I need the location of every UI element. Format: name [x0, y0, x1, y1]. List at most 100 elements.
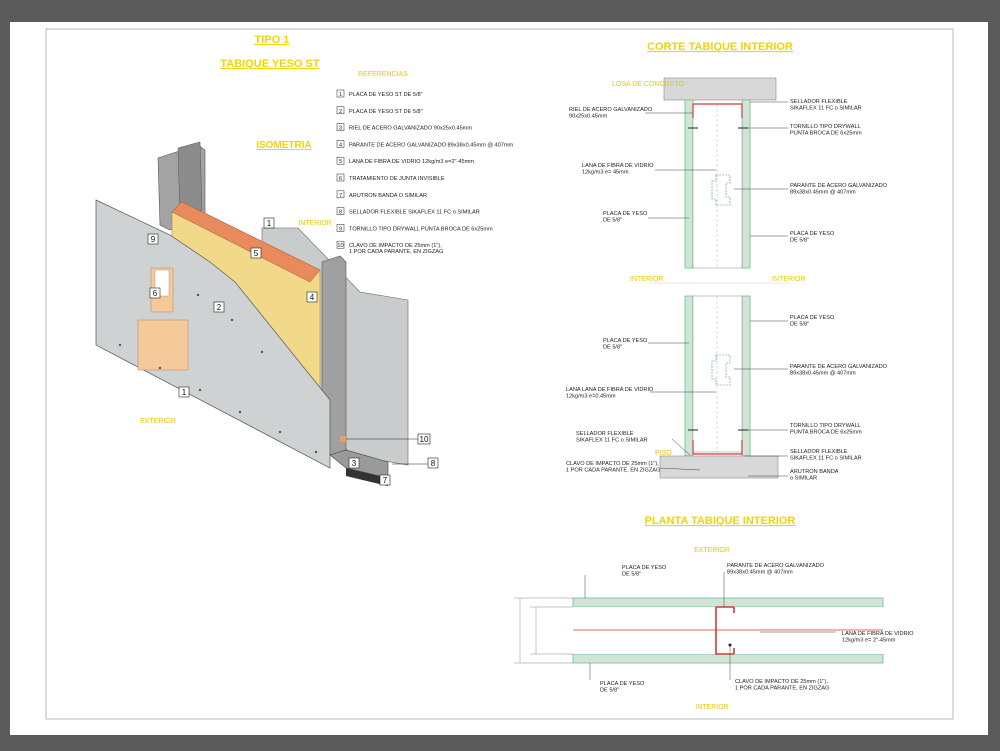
legend-number: 1: [339, 92, 342, 98]
section-note-line: PUNTA BROCA DE 6x25mm: [790, 430, 862, 436]
legend-text: LANA DE FIBRA DE VIDRIO 12kg/m3 e=2"-45m…: [349, 159, 474, 165]
plan-note-line: LANA DE FIBRA DE VIDRIO: [842, 631, 914, 637]
section-note-line: o SIMILAR: [790, 476, 817, 482]
section-note-line: DE 5/8": [790, 238, 809, 244]
legend-item: 1 PLACA DE YESO ST DE 5/8": [336, 89, 423, 98]
legend-text: PARANTE DE ACERO GALVANIZADO 89x38x0.45m…: [349, 142, 514, 148]
isometric-view: TIPO 1 TABIQUE YESO ST REFERENCIAS ISOME…: [95, 34, 514, 486]
top-slab: [663, 77, 777, 101]
section-note-line: SIKAFLEX 11 FC o SIMILAR: [576, 438, 648, 444]
section-note-line: DE 5/8": [603, 345, 622, 351]
section-note-line: RIEL DE ACERO GALVANIZADO: [569, 107, 653, 113]
section-note-line: 12kg/m3 e= 45mm: [582, 170, 629, 176]
section-note-line: SELLADOR FLEXIBLE: [576, 431, 634, 437]
plan-dimensions: [514, 597, 573, 664]
svg-text:8: 8: [431, 459, 436, 468]
legend-number: 6: [339, 176, 342, 182]
plan-exterior-label: EXTERIOR: [694, 547, 730, 554]
piso-label: PISO: [655, 450, 672, 457]
legend-number: 8: [339, 210, 342, 216]
floor-band: [346, 468, 388, 486]
plan-note-line: 12kg/m3 e= 2"-45mm: [842, 638, 896, 644]
legend-number: 2: [339, 109, 342, 115]
legend-number: 10: [337, 243, 343, 249]
plan-cavity: [573, 607, 883, 654]
section-note-parante-bot: PARANTE DE ACERO GALVANIZADO89x38x0.45mm…: [734, 364, 888, 377]
section-note-clavo: CLAVO DE IMPACTO DE 25mm (1"),1 POR CADA…: [566, 461, 701, 474]
plan-stud: [715, 606, 735, 655]
plan-note-line: PARANTE DE ACERO GALVANIZADO: [727, 563, 825, 569]
glass-wool-top: [171, 201, 321, 283]
plan-note-line: DE 5/8": [600, 688, 619, 694]
section-note-line: LANA LANA DE FIBRA DE VIDRIO: [566, 387, 654, 393]
tabique-title: TABIQUE YESO ST: [220, 58, 320, 70]
iso-callouts: 1 5 2 4 9 6 1 10 3 8 7: [147, 217, 439, 486]
exterior-label: EXTERIOR: [140, 418, 176, 425]
svg-text:5: 5: [254, 249, 259, 258]
plan-title: PLANTA TABIQUE INTERIOR: [645, 515, 796, 527]
section-view: CORTE TABIQUE INTERIOR LOSA DE CONCRETO …: [566, 41, 888, 482]
interior-label: INTERIOR: [298, 220, 331, 227]
legend-text: SELLADOR FLEXIBLE SIKAFLEX 11 FC o SIMIL…: [349, 210, 480, 216]
legend-text: PLACA DE YESO ST DE 5/8": [349, 92, 423, 98]
legend-text: CLAVO DE IMPACTO DE 25mm (1"),: [349, 243, 442, 249]
svg-text:1: 1: [267, 219, 272, 228]
section-note-line: 90x25x0.45mm: [569, 114, 608, 120]
legend-heading: REFERENCIAS: [358, 71, 408, 78]
section-note-line: 1 POR CADA PARANTE, EN ZIGZAG: [566, 468, 660, 474]
plan-note-line: DE 5/8": [622, 572, 641, 578]
section-note-line: 89x38x0.45mm @ 407mm: [790, 190, 856, 196]
top-track: [692, 103, 743, 118]
section-note-line: PARANTE DE ACERO GALVANIZADO: [790, 183, 888, 189]
section-note-line: 12kg/m3 e=0.45mm: [566, 394, 616, 400]
svg-text:4: 4: [310, 293, 315, 302]
section-note-line: SIKAFLEX 11 FC o SIMILAR: [790, 106, 862, 112]
interior-left-label: INTERIOR: [630, 276, 663, 283]
plan-note-clavo: CLAVO DE IMPACTO DE 25mm (1"),1 POR CADA…: [729, 646, 829, 692]
svg-text:1: 1: [182, 388, 187, 397]
section-screws: [688, 127, 748, 431]
plan-view: PLANTA TABIQUE INTERIOR EXTERIOR INTERIO…: [514, 515, 914, 711]
section-note-line: LANA DE FIBRA DE VIDRIO: [582, 163, 654, 169]
legend-text: TORNILLO TIPO DRYWALL PUNTA BROCA DE 6x2…: [349, 226, 493, 232]
plan-note-line: 1 POR CADA PARANTE, EN ZIGZAG: [735, 686, 829, 692]
svg-text:3: 3: [352, 459, 357, 468]
section-note-line: ARUTRON BANDA: [790, 469, 839, 475]
plan-board-top: [572, 597, 884, 608]
section-note-line: DE 5/8": [603, 218, 622, 224]
section-note-line: PLACA DE YESO: [603, 211, 648, 217]
floor-slab: [659, 455, 779, 479]
section-note-line: PLACA DE YESO: [790, 231, 835, 237]
front-gypsum-board: [95, 199, 331, 469]
section-note-line: SELLADOR FLEXIBLE: [790, 449, 848, 455]
joint-tape: [137, 319, 189, 371]
section-title: CORTE TABIQUE INTERIOR: [647, 41, 793, 53]
plan-note-parante: PARANTE DE ACERO GALVANIZADO89x38x0.45mm…: [723, 563, 825, 607]
legend-text: PLACA DE YESO ST DE 5/8": [349, 109, 423, 115]
bottom-track-section: [692, 440, 743, 455]
legend-text-2: 1 POR CADA PARANTE, EN ZIGZAG: [349, 249, 443, 255]
section-note-line: PLACA DE YESO: [603, 338, 648, 344]
section-note-line: PARANTE DE ACERO GALVANIZADO: [790, 364, 888, 370]
plan-note-line: CLAVO DE IMPACTO DE 25mm (1"),: [735, 679, 828, 685]
legend-item: 2 PLACA DE YESO ST DE 5/8": [336, 106, 423, 115]
